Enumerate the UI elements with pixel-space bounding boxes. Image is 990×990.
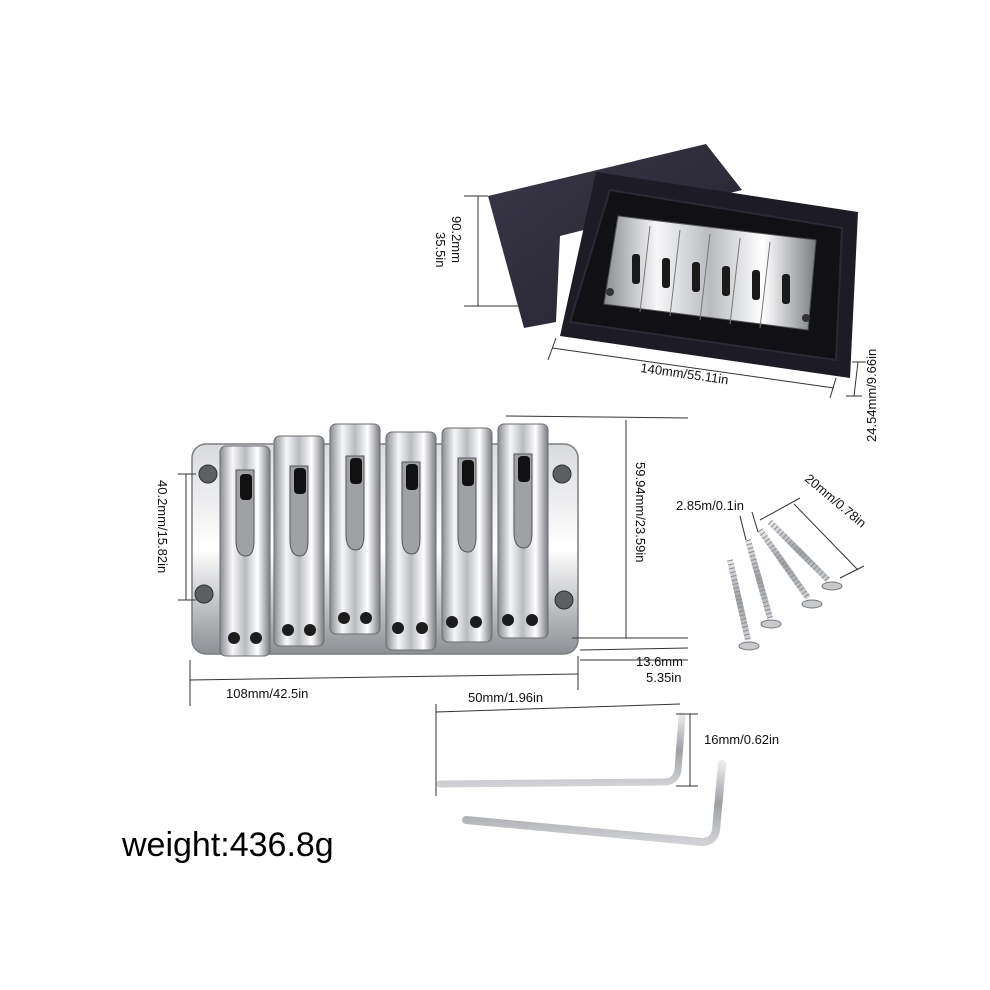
bridge bbox=[191, 423, 579, 657]
saddle bbox=[273, 435, 325, 647]
box-dimension-lines bbox=[464, 195, 866, 399]
screw bbox=[727, 559, 760, 651]
saddle bbox=[497, 423, 549, 639]
bridge-width-label: 40.2mm/15.82in bbox=[155, 480, 170, 573]
boxed-bridge bbox=[603, 215, 817, 331]
mount-hole bbox=[198, 464, 218, 484]
saddle bbox=[219, 445, 271, 657]
mounting-screws bbox=[727, 519, 843, 651]
saddle bbox=[441, 427, 493, 643]
screw-dimension-lines bbox=[739, 497, 865, 579]
mount-hole bbox=[554, 590, 574, 610]
bridge-height-label: 59.94mm/23.59in bbox=[633, 462, 648, 562]
box-height-mm-label: 90.2mm bbox=[449, 216, 464, 263]
mount-hole bbox=[194, 584, 214, 604]
screw-diameter-label: 2.85m/0.1in bbox=[676, 498, 744, 513]
hex-wrench bbox=[436, 712, 686, 788]
box-depth-label: 24.54mm/9.66in bbox=[864, 349, 879, 442]
mount-hole bbox=[552, 464, 572, 484]
thickness-in-label: 5.35in bbox=[646, 670, 681, 685]
gift-box bbox=[488, 144, 858, 378]
screw bbox=[745, 539, 782, 629]
hex-wrench bbox=[462, 760, 726, 846]
wrench-dimension-lines bbox=[676, 713, 698, 787]
screw bbox=[757, 528, 823, 609]
box-length-label: 140mm/55.11in bbox=[640, 360, 730, 387]
saddle-pitch-label: 50mm/1.96in bbox=[468, 690, 543, 705]
wrench-size-label: 16mm/0.62in bbox=[704, 732, 779, 747]
box-height-in-label: 35.5in bbox=[433, 232, 448, 267]
saddle bbox=[385, 431, 437, 651]
weight-label: weight:436.8g bbox=[122, 826, 334, 864]
bridge-dimension-lines bbox=[178, 415, 689, 796]
bridge-length-label: 108mm/42.5in bbox=[226, 686, 308, 701]
screw-length-label: 20mm/0.78in bbox=[802, 471, 869, 531]
screw bbox=[767, 519, 843, 591]
hex-wrenches bbox=[436, 712, 726, 846]
saddle bbox=[329, 423, 381, 635]
thickness-mm-label: 13.6mm bbox=[636, 654, 683, 669]
